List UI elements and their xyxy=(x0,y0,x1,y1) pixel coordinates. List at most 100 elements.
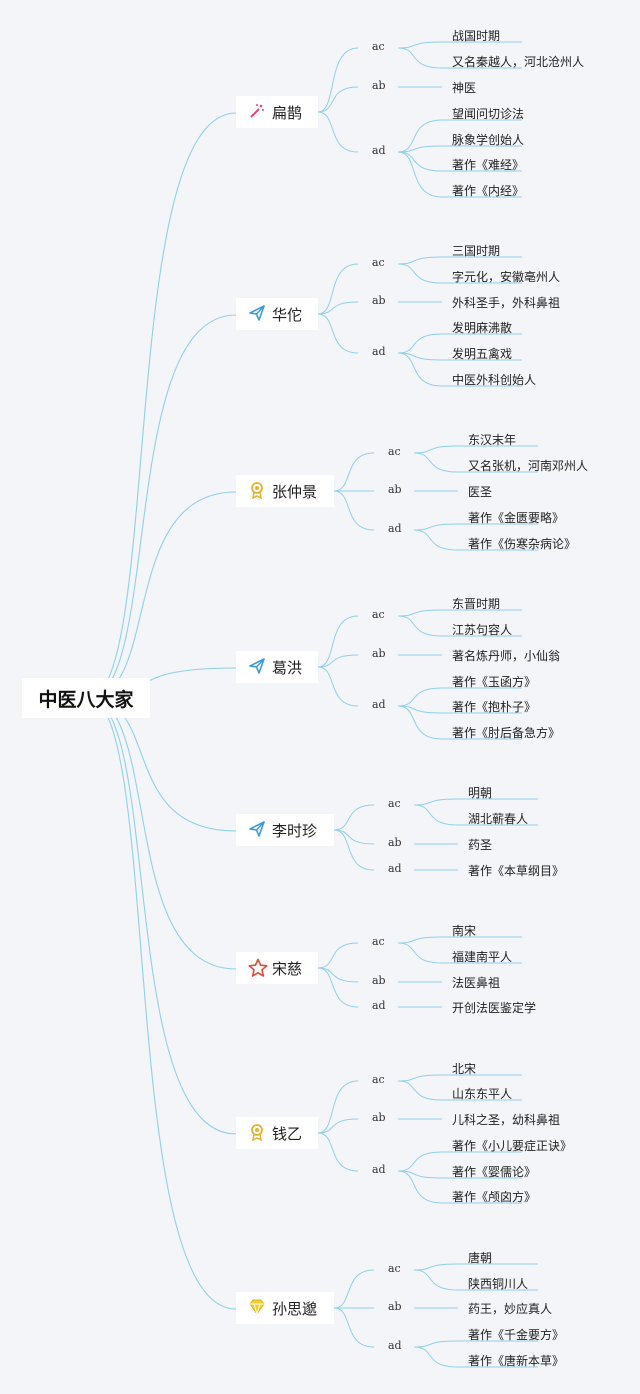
leaf-item[interactable]: 陕西铜川人 xyxy=(468,1277,529,1291)
connector-line xyxy=(397,41,443,49)
group-tag[interactable]: ab xyxy=(372,1111,386,1124)
leaf-item[interactable]: 北宋 xyxy=(452,1062,477,1076)
group-tag[interactable]: ad xyxy=(372,345,386,358)
medal-icon xyxy=(248,481,268,501)
leaf-item[interactable]: 发明麻沸散 xyxy=(452,321,513,335)
leaf-item[interactable]: 著作《抱朴子》 xyxy=(452,700,537,714)
leaf-item[interactable]: 江苏句容人 xyxy=(452,623,513,637)
leaf-item[interactable]: 法医鼻祖 xyxy=(452,976,501,990)
leaf-item[interactable]: 儿科之圣，幼科鼻祖 xyxy=(452,1113,561,1127)
leaf-item[interactable]: 著作《肘后备急方》 xyxy=(452,726,561,740)
group-tag[interactable]: ac xyxy=(372,935,385,948)
group-tag[interactable]: ab xyxy=(388,483,402,496)
group-tag[interactable]: ac xyxy=(372,256,385,269)
leaf-item[interactable]: 唐朝 xyxy=(468,1251,493,1265)
root-topic[interactable]: 中医八大家 xyxy=(22,678,150,718)
group-tag[interactable]: ad xyxy=(388,862,402,875)
connector-line xyxy=(397,352,443,387)
group-tag[interactable]: ab xyxy=(388,1300,402,1313)
leaf-item[interactable]: 著作《玉函方》 xyxy=(452,675,537,689)
connector-line xyxy=(397,352,443,361)
group-tag[interactable]: ab xyxy=(372,294,386,307)
connector-line xyxy=(397,705,443,714)
leaf-item[interactable]: 又名秦越人，河北沧州人 xyxy=(452,55,585,69)
branch-node[interactable]: 钱乙 xyxy=(236,1117,318,1149)
connector-line xyxy=(317,301,359,315)
branch-node[interactable]: 李时珍 xyxy=(236,814,334,846)
connector-line xyxy=(317,47,359,113)
branch-node[interactable]: 宋慈 xyxy=(236,952,318,984)
group-tag[interactable]: ab xyxy=(388,836,402,849)
leaf-item[interactable]: 望闻问切诊法 xyxy=(452,107,525,121)
leaf-item[interactable]: 开创法医鉴定学 xyxy=(452,1001,537,1015)
leaf-item[interactable]: 著作《金匮要略》 xyxy=(468,511,565,525)
leaf-item[interactable]: 福建南平人 xyxy=(452,950,513,964)
leaf-item[interactable]: 外科圣手，外科鼻祖 xyxy=(452,296,561,310)
leaf-item[interactable]: 药王，妙应真人 xyxy=(468,1302,553,1316)
magic-wand-icon xyxy=(248,102,268,122)
connector-line xyxy=(413,804,459,826)
group-tag[interactable]: ad xyxy=(372,698,386,711)
group-tag[interactable]: ab xyxy=(372,79,386,92)
leaf-item[interactable]: 山东东平人 xyxy=(452,1087,513,1101)
leaf-item[interactable]: 著作《难经》 xyxy=(452,158,525,172)
leaf-item[interactable]: 战国时期 xyxy=(452,29,501,43)
group-tag[interactable]: ac xyxy=(372,1073,385,1086)
group-tag[interactable]: ac xyxy=(372,608,385,621)
leaf-item[interactable]: 发明五禽戏 xyxy=(452,347,513,361)
leaf-item[interactable]: 又名张机，河南邓州人 xyxy=(468,459,589,473)
group-tag[interactable]: ab xyxy=(372,647,386,660)
connector-line xyxy=(413,798,459,806)
connector-line xyxy=(87,697,237,1310)
leaf-item[interactable]: 字元化，安徽亳州人 xyxy=(452,270,561,284)
leaf-item[interactable]: 东汉末年 xyxy=(468,433,517,447)
leaf-item[interactable]: 著作《伤寒杂病论》 xyxy=(468,537,577,551)
connector-line xyxy=(413,1269,459,1291)
leaf-item[interactable]: 药圣 xyxy=(468,838,493,852)
connector-line xyxy=(397,936,443,944)
paper-plane-icon xyxy=(248,657,268,677)
branch-node[interactable]: 葛洪 xyxy=(236,651,318,683)
leaf-item[interactable]: 湖北蕲春人 xyxy=(468,812,529,826)
connector-line xyxy=(413,1340,459,1348)
leaf-item[interactable]: 著作《千金要方》 xyxy=(468,1328,565,1342)
branch-node[interactable]: 扁鹊 xyxy=(236,96,318,128)
group-tag[interactable]: ad xyxy=(372,144,386,157)
connector-line xyxy=(333,1269,375,1309)
leaf-item[interactable]: 著作《颅囟方》 xyxy=(452,1190,537,1204)
group-tag[interactable]: ac xyxy=(388,797,401,810)
connector-line xyxy=(87,112,237,699)
connector-line xyxy=(87,314,237,699)
leaf-item[interactable]: 神医 xyxy=(452,81,477,95)
leaf-item[interactable]: 东晋时期 xyxy=(452,597,501,611)
leaf-item[interactable]: 中医外科创始人 xyxy=(452,373,537,387)
group-tag[interactable]: ad xyxy=(388,1339,402,1352)
branch-node[interactable]: 华佗 xyxy=(236,298,318,330)
leaf-item[interactable]: 著作《唐新本草》 xyxy=(468,1354,565,1368)
group-tag[interactable]: ad xyxy=(372,999,386,1012)
group-tag[interactable]: ac xyxy=(388,1262,401,1275)
group-tag[interactable]: ab xyxy=(372,974,386,987)
leaf-item[interactable]: 南宋 xyxy=(452,924,477,938)
branch-node[interactable]: 张仲景 xyxy=(236,475,334,507)
leaf-item[interactable]: 著作《内经》 xyxy=(452,184,525,198)
connector-line xyxy=(317,1132,359,1172)
group-tag[interactable]: ad xyxy=(388,522,402,535)
leaf-item[interactable]: 著作《婴儒论》 xyxy=(452,1165,537,1179)
leaf-item[interactable]: 三国时期 xyxy=(452,244,501,258)
connector-line xyxy=(397,151,443,172)
star-icon xyxy=(248,958,268,978)
leaf-item[interactable]: 著作《本草纲目》 xyxy=(468,864,565,878)
connector-line xyxy=(397,942,443,964)
group-tag[interactable]: ac xyxy=(372,40,385,53)
leaf-item[interactable]: 著作《小儿要症正诀》 xyxy=(452,1139,573,1153)
leaf-item[interactable]: 医圣 xyxy=(468,485,493,499)
leaf-item[interactable]: 明朝 xyxy=(468,786,493,800)
leaf-item[interactable]: 著名炼丹师，小仙翁 xyxy=(452,649,561,663)
connector-line xyxy=(413,445,459,454)
group-tag[interactable]: ac xyxy=(388,445,401,458)
branch-label: 扁鹊 xyxy=(272,103,303,122)
group-tag[interactable]: ad xyxy=(372,1163,386,1176)
leaf-item[interactable]: 脉象学创始人 xyxy=(452,133,525,147)
branch-node[interactable]: 孙思邈 xyxy=(236,1292,334,1324)
